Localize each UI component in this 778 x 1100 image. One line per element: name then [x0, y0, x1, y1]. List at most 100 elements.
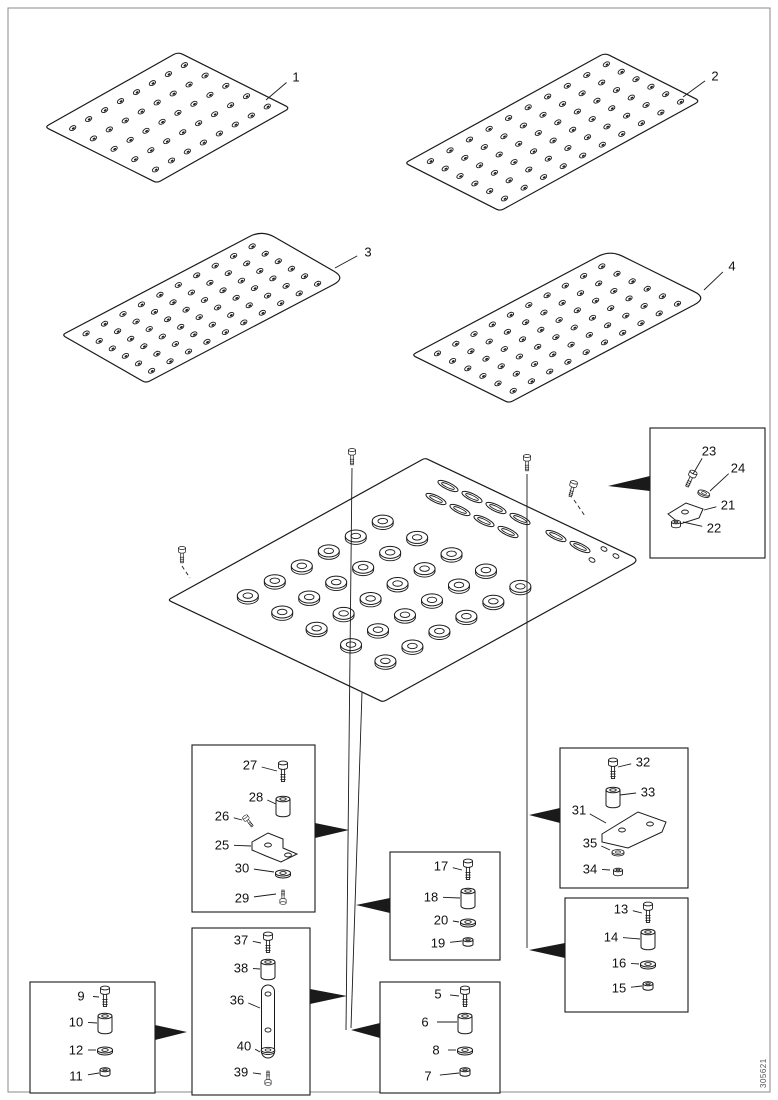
- plate-hole: [190, 331, 198, 338]
- plate-hole: [232, 294, 240, 301]
- plate-hole: [277, 300, 285, 306]
- inset-frame: [564, 897, 689, 1013]
- callout-39: 39: [234, 1065, 262, 1080]
- plate-hole: [554, 119, 562, 126]
- plate-hole: [167, 157, 176, 164]
- plate-hole: [203, 338, 211, 345]
- plate-hole: [452, 340, 460, 347]
- plate-hole: [245, 302, 253, 309]
- plate-hole: [263, 292, 272, 299]
- part-screw: [178, 546, 186, 564]
- plate-hole: [544, 155, 552, 162]
- part-bushing: [457, 1012, 473, 1035]
- plate-hole: [613, 270, 621, 277]
- plate-hole: [295, 290, 303, 297]
- callout-6: 6: [421, 1015, 457, 1030]
- grommet: [298, 590, 321, 606]
- callout-7: 7: [424, 1069, 460, 1084]
- detail-inset-hw-f: [29, 981, 156, 1094]
- plate-hole: [147, 367, 156, 374]
- plate-hole: [549, 137, 557, 144]
- floor-plate-4: [413, 252, 702, 403]
- plate-hole: [227, 312, 235, 318]
- callout-26: 26: [215, 809, 243, 824]
- arrow-inset-hw-d: [529, 943, 565, 958]
- plate-hole: [231, 121, 239, 128]
- callout-22: 22: [682, 521, 721, 536]
- plate-hole: [546, 368, 554, 375]
- plate-hole: [529, 148, 538, 155]
- plate-hole: [598, 263, 606, 270]
- plate-hole: [595, 280, 603, 287]
- part-nut: [642, 981, 654, 991]
- plate-hole: [467, 348, 475, 355]
- plate-hole: [549, 351, 557, 358]
- plate-hole: [177, 323, 185, 330]
- callout-label-39: 39: [234, 1065, 248, 1080]
- plate-hole: [494, 380, 502, 387]
- callout-label-21: 21: [721, 498, 735, 513]
- plate-hole: [558, 299, 566, 306]
- plate-hole: [224, 270, 232, 276]
- part-screw: [460, 985, 470, 1007]
- inset-frame: [191, 744, 316, 913]
- grommet: [271, 605, 294, 621]
- callout-8: 8: [432, 1043, 456, 1058]
- plate-hole: [625, 295, 633, 302]
- plate-hole: [263, 103, 271, 110]
- callout-37: 37: [234, 933, 262, 948]
- detail-inset-hw-g: [379, 981, 501, 1094]
- detail-inset-corner-bracket: [649, 427, 766, 559]
- part-screw: [348, 448, 356, 466]
- plate-hole: [588, 314, 597, 321]
- plate-hole: [121, 353, 130, 359]
- callout-label-25: 25: [215, 838, 229, 853]
- arrow-inset-hw-c: [356, 898, 390, 913]
- plate-hole: [559, 101, 567, 107]
- callout-label-28: 28: [249, 790, 263, 805]
- plate-hole: [148, 80, 156, 87]
- plate-hole: [126, 136, 134, 143]
- plate-hole: [476, 162, 484, 169]
- callout-25: 25: [215, 838, 252, 853]
- plate-hole: [174, 109, 182, 116]
- part-washer: [457, 1046, 473, 1056]
- plate-hole: [482, 355, 490, 362]
- plate-hole: [522, 319, 530, 326]
- plate-hole: [164, 71, 172, 78]
- plate-hole: [195, 314, 203, 320]
- plate-hole: [147, 147, 155, 154]
- plate-hole: [585, 332, 593, 338]
- plate-hole: [195, 120, 203, 127]
- plate-hole: [215, 130, 223, 137]
- part-bushing: [460, 887, 476, 910]
- callout-24: 24: [709, 461, 745, 492]
- plate-hole: [222, 82, 230, 89]
- callout-label-20: 20: [434, 913, 448, 928]
- callout-20: 20: [434, 913, 460, 928]
- grommet: [447, 578, 470, 594]
- plate-hole: [530, 361, 539, 367]
- slot-hole: [497, 525, 519, 539]
- detail-inset-mount-b: [559, 747, 689, 889]
- plate-hole: [525, 302, 533, 308]
- exploded-line: [350, 691, 363, 1029]
- plate-hole: [488, 321, 496, 328]
- detail-inset-strap: [191, 927, 311, 1096]
- plate-hole: [540, 309, 548, 316]
- arrow-inset-hw-g: [351, 1023, 380, 1038]
- plate-hole: [158, 118, 166, 125]
- plate-hole: [206, 279, 214, 286]
- callout-label-6: 6: [421, 1015, 428, 1030]
- plate-hole: [643, 285, 651, 292]
- plate-hole: [603, 123, 611, 130]
- plate-hole: [261, 250, 269, 257]
- plate-hole: [200, 297, 209, 303]
- detail-inset-mount-a: [191, 744, 316, 913]
- plate-hole: [274, 258, 282, 265]
- plate-hole: [256, 268, 264, 274]
- plate-hole: [637, 120, 645, 127]
- callout-5: 5: [434, 987, 460, 1002]
- plate-hole: [490, 169, 498, 176]
- plate-hole: [213, 304, 222, 311]
